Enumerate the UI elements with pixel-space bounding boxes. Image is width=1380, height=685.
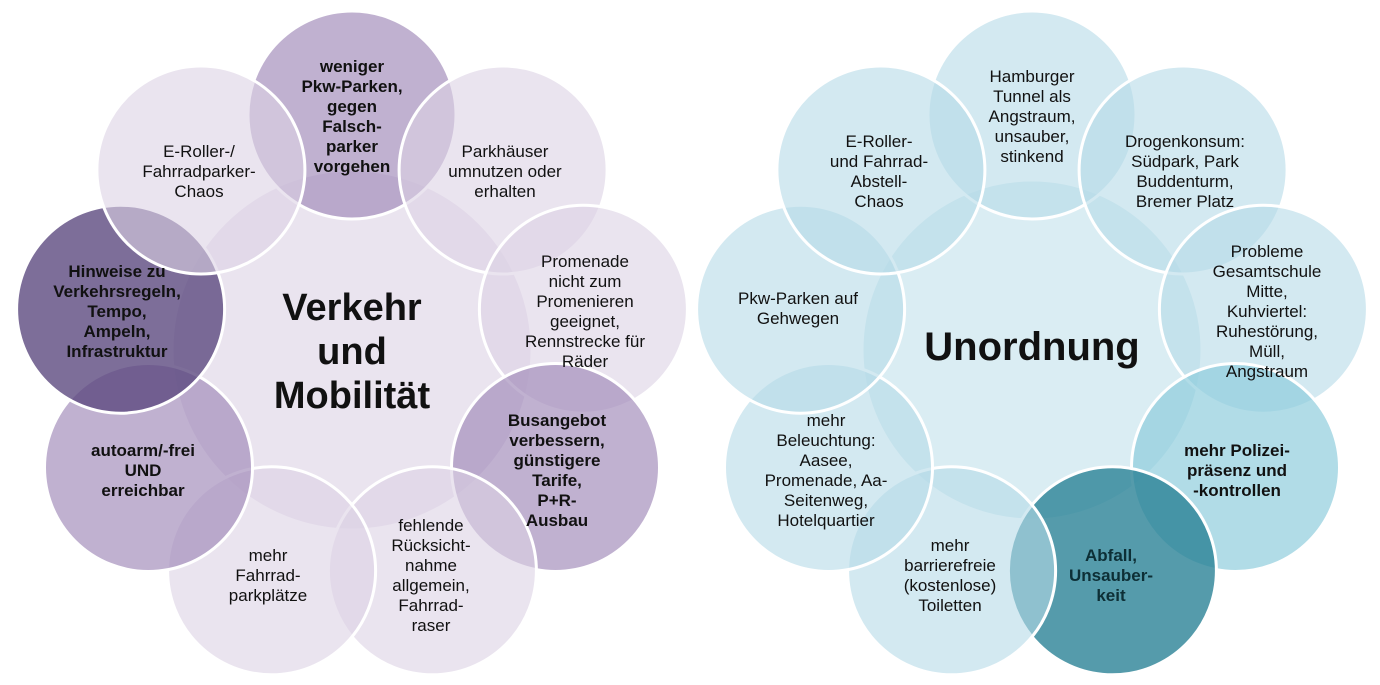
verkehr-circles — [15, 9, 689, 677]
unordnung-item-9-circle — [775, 64, 987, 276]
unordnung-circles — [695, 9, 1369, 677]
verkehr-item-9-circle — [95, 64, 307, 276]
